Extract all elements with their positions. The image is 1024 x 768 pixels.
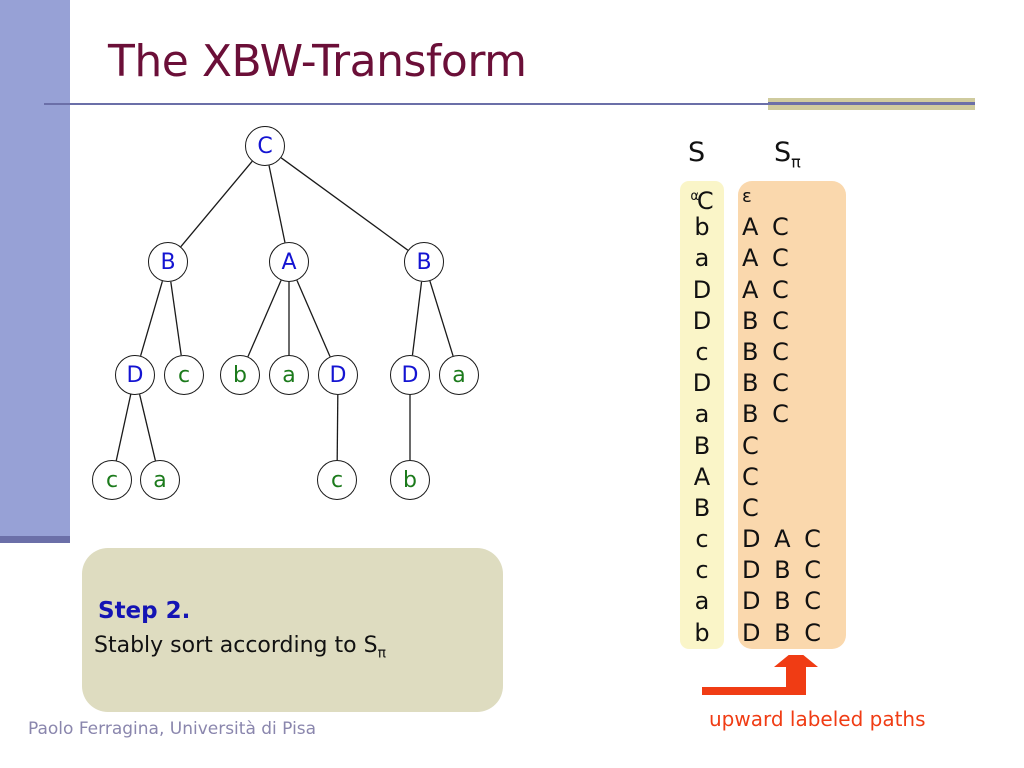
tree-edge [429,280,454,357]
cell-s-pi-value: D A C [742,525,824,554]
tree-node-b2[interactable]: B [404,242,444,282]
cell-s-pi-value: ε [742,186,755,207]
tree-node-d2[interactable]: D [318,355,358,395]
cell-s-pi-value: B C [742,306,792,335]
column-header-s-pi-sub: π [791,152,801,172]
tree-edge [280,157,409,251]
cell-s-value: B [693,493,711,522]
tree-node-d1[interactable]: D [115,355,155,395]
column-s-pi-background [738,181,846,649]
cell-s-value: c [695,525,709,554]
step-description-main: Stably sort according to S [94,633,378,658]
tree-edge [180,160,253,248]
cell-s-value: b [694,618,710,647]
tree-edge [115,394,132,461]
cell-s-value: D [692,369,712,398]
cell-s-pi-value: C [742,462,762,491]
column-s-background [680,181,724,649]
column-header-s-pi-main: S [774,137,792,168]
cell-s-pi-value: C [742,431,762,460]
cell-s-pi-value: B C [742,400,792,429]
tree-node-b3[interactable]: b [220,355,260,395]
cell-s-pi-value: D B C [742,587,824,616]
tree-edge [411,281,423,356]
upward-arrow-icon [702,655,818,695]
column-header-s-pi: Sπ [774,137,801,171]
title-accent-line [768,102,975,105]
tree-node-d3[interactable]: D [390,355,430,395]
cell-s-pi-value: A C [742,244,792,273]
tree-node-a4[interactable]: a [140,460,180,500]
tree-edge [296,280,331,357]
step-description-subscript: π [377,645,386,662]
tree-edge [139,281,164,356]
title-divider-rule [44,103,975,105]
cell-s-pi-value: B C [742,337,792,366]
cell-s-pi-value: A C [742,275,792,304]
tree-edge [247,280,282,357]
tree-node-a2[interactable]: a [269,355,309,395]
cell-s-value: D [692,306,712,335]
tree-node-c-root[interactable]: C [245,126,285,166]
page-title: The XBW-Transform [108,36,527,87]
cell-s-value: b [694,213,710,242]
tree-edge [336,394,339,461]
cell-s-value: a [694,587,710,616]
cell-s-superscript: α [690,189,699,204]
slide-footer: Paolo Ferragina, Università di Pisa [28,719,317,739]
table-row: αC ε [680,181,860,215]
step-callout-box [82,548,503,712]
cell-s-value: αC [690,187,714,215]
cell-s-value: c [695,337,709,366]
cell-s-value: a [694,400,710,429]
step-description: Stably sort according to Sπ [94,633,386,661]
arrow-caption: upward labeled paths [709,707,926,731]
cell-s-pi-value: B C [742,369,792,398]
step-title: Step 2. [98,598,191,624]
cell-s-value: B [693,431,711,460]
cell-s-pi-value: D B C [742,618,824,647]
tree-node-c2[interactable]: c [92,460,132,500]
tree-edge [268,165,286,243]
tree-edges-svg [115,157,454,461]
tree-node-b4[interactable]: b [390,460,430,500]
cell-s-value: a [694,244,710,273]
left-band-footer-strip [0,536,70,543]
tree-edge [139,394,156,461]
cell-s-value: c [695,556,709,585]
cell-s-value: D [692,275,712,304]
cell-s-value: A [693,462,711,491]
cell-s-pi-value: A C [742,213,792,242]
cell-s-pi-value: C [742,493,762,522]
column-header-s: S [688,137,706,168]
tree-node-b1[interactable]: B [148,242,188,282]
tree-node-a3[interactable]: a [439,355,479,395]
left-decorative-band [0,0,70,536]
tree-node-c3[interactable]: c [317,460,357,500]
tree-node-c1[interactable]: c [164,355,204,395]
tree-node-a1[interactable]: A [269,242,309,282]
tree-edge [170,281,182,356]
cell-s-pi-value: D B C [742,556,824,585]
